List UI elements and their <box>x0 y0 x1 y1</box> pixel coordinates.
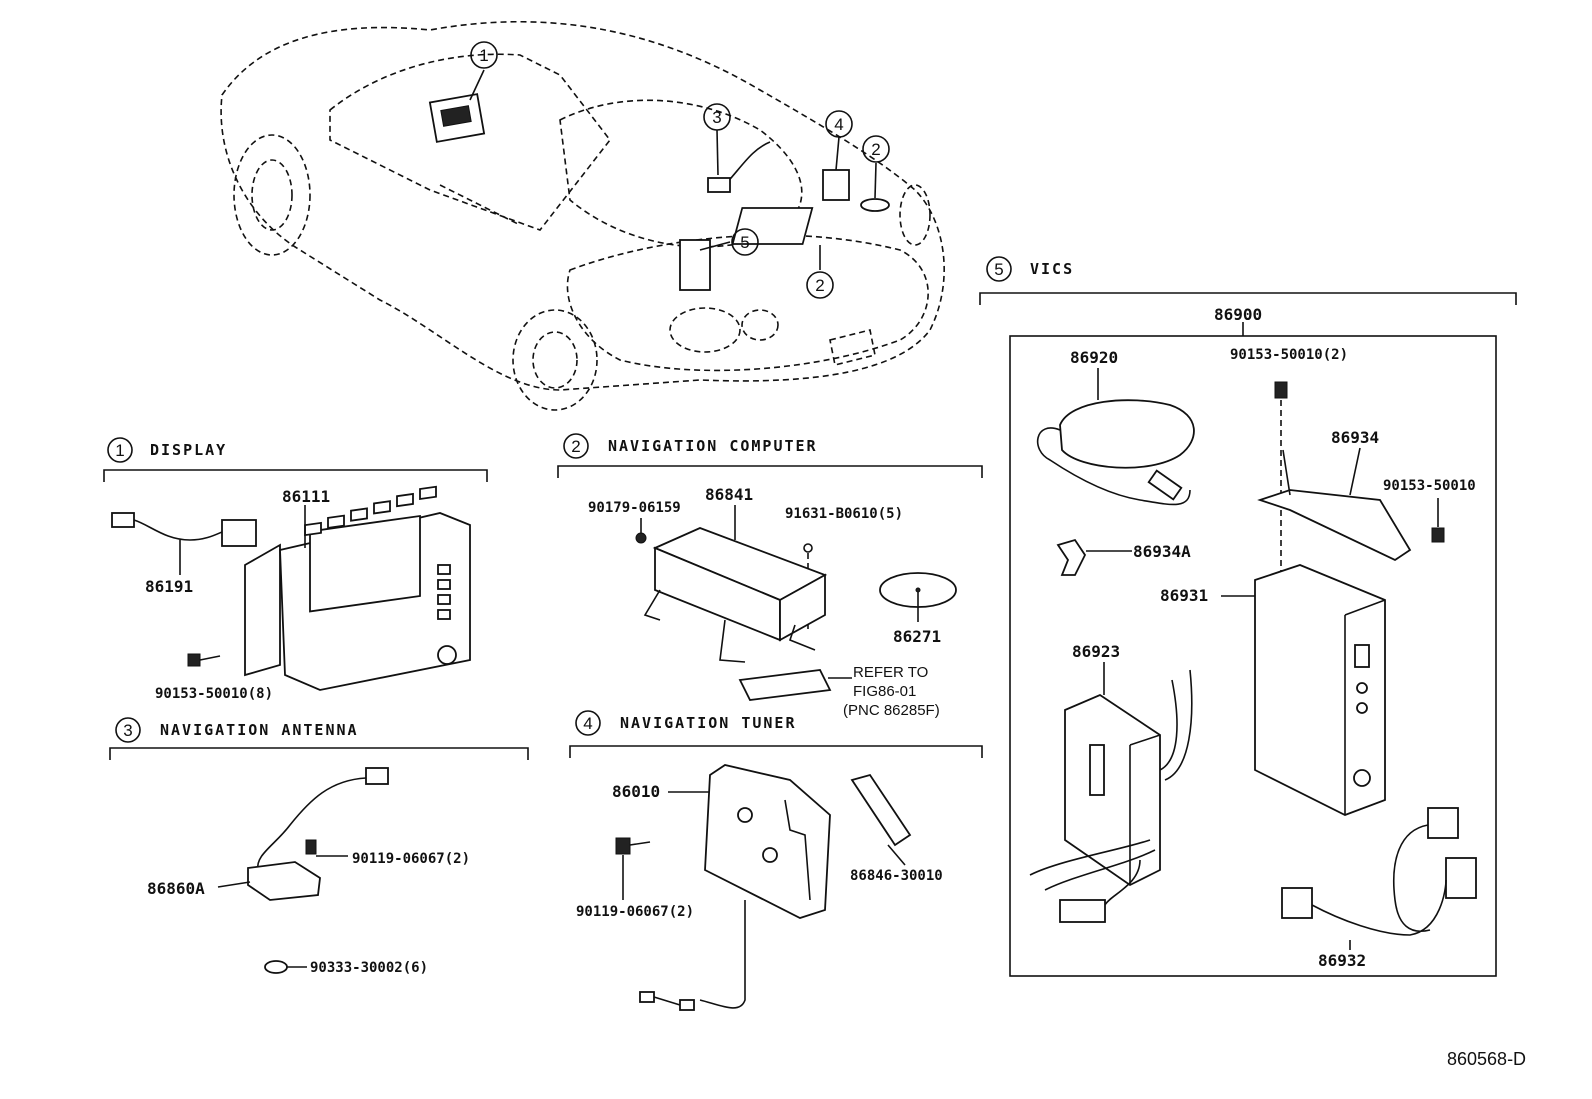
part-90153-50010: 90153-50010 <box>1383 478 1476 494</box>
harness-connector-2 <box>1445 857 1477 899</box>
bracket-86934 <box>1257 489 1412 562</box>
part-86923: 86923 <box>1072 642 1120 661</box>
vics-assembly-box <box>1009 335 1497 977</box>
part-86934: 86934 <box>1331 428 1379 447</box>
nut-90179 <box>635 532 647 544</box>
svg-text:5: 5 <box>740 233 749 252</box>
part-86191: 86191 <box>145 577 193 596</box>
vics-module-86923 <box>1064 693 1161 887</box>
cable-86191-plug <box>111 512 135 528</box>
cable-86191-connector <box>221 519 257 547</box>
section-nav-tuner: 4 NAVIGATION TUNER 86010 90119-06067(2) … <box>569 710 983 1011</box>
section-nav-computer-title: NAVIGATION COMPUTER <box>608 437 818 455</box>
washer-90333 <box>264 960 288 974</box>
refer-note-line2: FIG86-01 <box>853 683 916 700</box>
screw-90153-single <box>1431 527 1445 543</box>
part-91631-B0610-5: 91631-B0610(5) <box>785 506 903 522</box>
antenna-connector <box>365 767 389 785</box>
car-tuner-unit <box>822 169 850 201</box>
display-knob <box>437 645 457 665</box>
car-antenna-unit <box>707 177 731 193</box>
tuner-86010 <box>704 764 831 919</box>
section-display-number: 1 <box>115 441 124 460</box>
section-nav-antenna-title: NAVIGATION ANTENNA <box>160 721 359 739</box>
svg-text:2: 2 <box>815 276 824 295</box>
screw-90119-tuner <box>615 837 631 855</box>
part-90153-50010-2: 90153-50010(2) <box>1230 347 1348 363</box>
display-buttons-top <box>304 485 437 537</box>
section-nav-computer-number: 2 <box>571 437 580 456</box>
car-callout-2-top: 2 <box>862 135 890 163</box>
car-callout-4: 4 <box>825 110 853 138</box>
part-86900: 86900 <box>1214 305 1262 324</box>
part-86010: 86010 <box>612 782 660 801</box>
display-buttons-side <box>437 564 451 620</box>
nav-computer-side <box>779 573 826 642</box>
vics-antenna-86920 <box>1059 399 1195 469</box>
refer-note-line1: REFER TO <box>853 664 928 681</box>
car-callout-5: 5 <box>731 228 759 256</box>
screw-90153-vics <box>1274 381 1288 399</box>
clip-86934A <box>1056 538 1087 576</box>
vics-module-connector <box>1059 899 1106 923</box>
part-86932: 86932 <box>1318 951 1366 970</box>
car-callout-3: 3 <box>703 103 731 131</box>
car-callout-1: 1 <box>470 41 498 69</box>
part-90333-30002-6: 90333-30002(6) <box>310 960 428 976</box>
figure-id: 860568-D <box>1447 1049 1526 1069</box>
section-vics-number: 5 <box>994 260 1003 279</box>
part-86271: 86271 <box>893 627 941 646</box>
pad-86846 <box>850 773 912 847</box>
section-vics: 5 VICS 86900 86920 86934A 90153-50010(2)… <box>979 256 1517 977</box>
refer-note-line3: (PNC 86285F) <box>843 702 940 719</box>
car-disc <box>860 198 890 212</box>
part-90119-06067-2-antenna: 90119-06067(2) <box>352 851 470 867</box>
section-nav-tuner-title: NAVIGATION TUNER <box>620 714 797 732</box>
bolt-91631 <box>803 543 813 553</box>
car-vics-unit <box>679 239 711 291</box>
screw-90153-display <box>187 653 201 667</box>
display-bracket <box>244 543 281 677</box>
part-90179-06159: 90179-06159 <box>588 500 681 516</box>
section-display: 1 DISPLAY 86191 86111 <box>103 437 488 702</box>
harness-connector-1 <box>1427 807 1459 839</box>
tuner-plug-2 <box>679 999 695 1011</box>
svg-text:1: 1 <box>479 46 488 65</box>
nav-computer-bracket <box>738 669 832 701</box>
part-90153-50010-8: 90153-50010(8) <box>155 686 273 702</box>
section-display-title: DISPLAY <box>150 441 227 459</box>
part-86920: 86920 <box>1070 348 1118 367</box>
car-callout-2-bottom: 2 <box>806 271 834 299</box>
section-nav-computer: 2 NAVIGATION COMPUTER 90179-06159 86841 … <box>557 433 983 719</box>
section-nav-antenna-number: 3 <box>123 721 132 740</box>
svg-text:3: 3 <box>712 108 721 127</box>
svg-text:4: 4 <box>834 115 843 134</box>
part-86111: 86111 <box>282 487 330 506</box>
section-vics-title: VICS <box>1030 260 1074 278</box>
screw-90119-antenna <box>305 839 317 855</box>
section-nav-antenna: 3 NAVIGATION ANTENNA 90119-06067(2) 8686… <box>109 717 529 976</box>
car-illustration: 1 3 4 2 5 2 <box>220 20 945 411</box>
part-86846-30010: 86846-30010 <box>850 868 943 884</box>
svg-text:2: 2 <box>871 140 880 159</box>
car-nav-computer <box>731 207 814 245</box>
part-86931: 86931 <box>1160 586 1208 605</box>
section-nav-tuner-number: 4 <box>583 714 592 733</box>
part-90119-06067-2-tuner: 90119-06067(2) <box>576 904 694 920</box>
vics-unit-86931 <box>1254 564 1386 816</box>
tuner-plug-1 <box>639 991 655 1003</box>
harness-connector-3 <box>1281 887 1313 919</box>
part-86860A: 86860A <box>147 879 205 898</box>
display-screen <box>309 514 421 613</box>
part-86934A: 86934A <box>1133 542 1191 561</box>
part-86841: 86841 <box>705 485 753 504</box>
antenna-86860A <box>247 861 321 901</box>
